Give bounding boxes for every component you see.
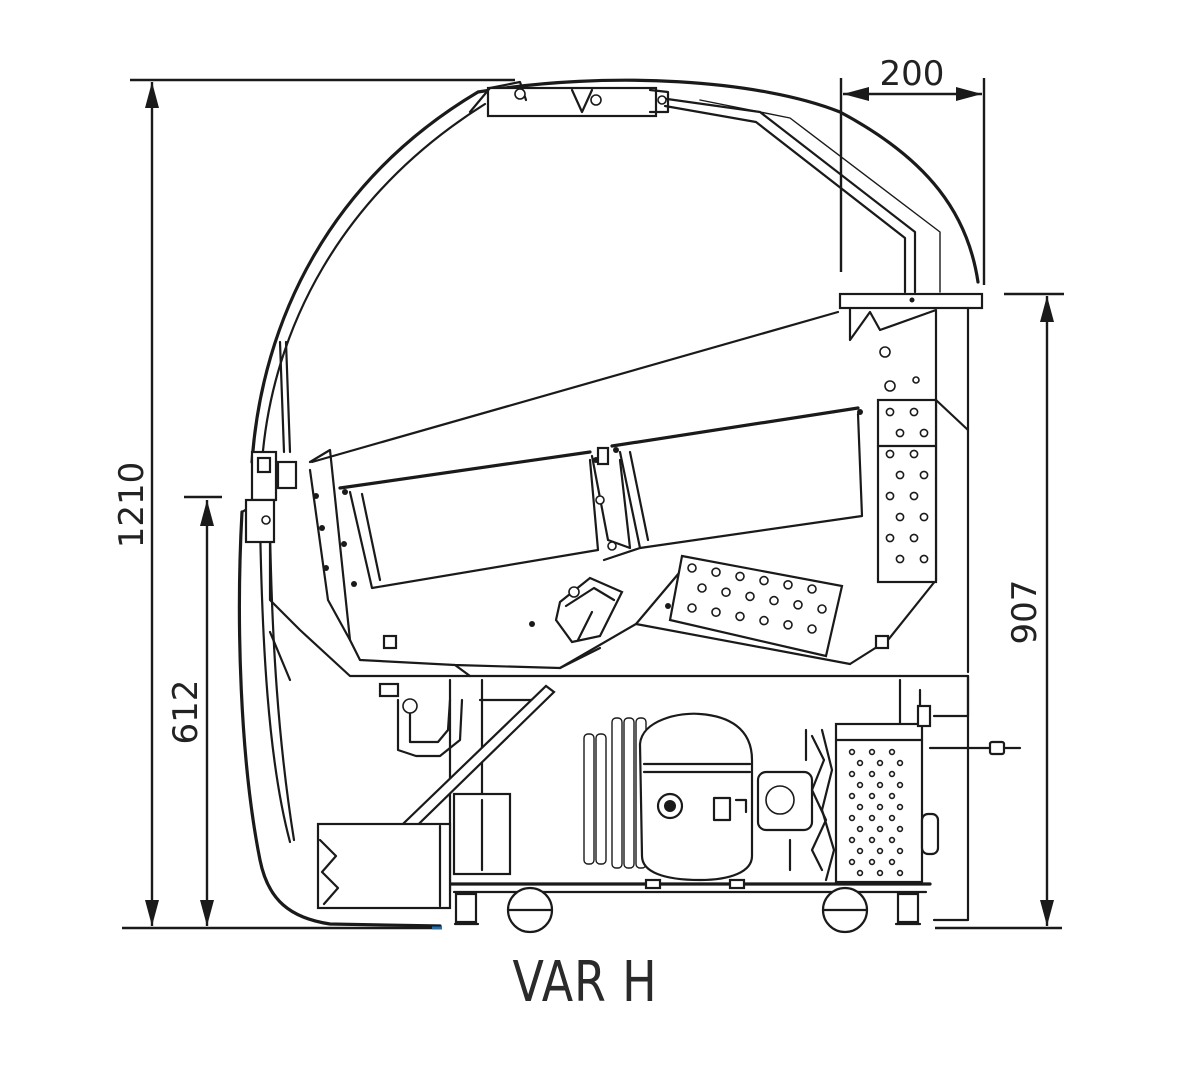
- perforation-hole: [896, 847, 904, 855]
- perforation-hole: [856, 803, 864, 811]
- power-cable: [928, 740, 1022, 756]
- perforation-hole: [817, 604, 827, 614]
- machine-compartment: [316, 674, 1022, 934]
- service-counter: [838, 292, 984, 674]
- glass-canopy: [250, 78, 980, 464]
- perforation-hole: [856, 759, 864, 767]
- perforation-hole: [876, 803, 884, 811]
- dimension-label-907: 907: [1005, 580, 1045, 645]
- perforation-hole: [868, 836, 876, 844]
- perforation-hole: [856, 869, 864, 877]
- model-label: VAR H: [512, 950, 658, 1015]
- pan-support-bracket: [590, 454, 642, 562]
- perforation-hole: [895, 470, 905, 480]
- air-deflector-plate: [668, 554, 844, 658]
- perforation-hole: [783, 619, 793, 630]
- dimension-total-height: 1210: [112, 78, 515, 930]
- perforation-hole: [876, 847, 884, 855]
- perforation-hole: [909, 491, 919, 501]
- compressor: [638, 712, 754, 890]
- perforation-hole: [896, 825, 904, 833]
- perforation-hole: [687, 603, 697, 613]
- perforation-hole: [848, 770, 856, 778]
- perforation-hole: [848, 836, 856, 844]
- perforation-hole: [848, 858, 856, 866]
- perforation-hole: [769, 595, 779, 606]
- perforation-hole: [888, 858, 896, 866]
- perforation-hole: [876, 759, 884, 767]
- perforation-hole: [888, 836, 896, 844]
- perforation-hole: [735, 611, 745, 622]
- perforation-hole: [888, 792, 896, 800]
- wheels-feet: [453, 886, 922, 934]
- perforation-hole: [885, 407, 895, 417]
- perforation-hole: [807, 584, 817, 594]
- perforation-hole: [896, 781, 904, 789]
- condenser-fan: [756, 728, 836, 882]
- perforation-hole: [896, 803, 904, 811]
- perforation-hole: [856, 847, 864, 855]
- fixings: [313, 446, 890, 650]
- dimension-label-200: 200: [880, 54, 945, 94]
- perforation-hole: [885, 449, 895, 459]
- perforation-hole: [868, 748, 876, 756]
- perforation-hole: [919, 428, 929, 438]
- perforation-hole: [888, 814, 896, 822]
- perforation-hole: [745, 591, 755, 602]
- perforation-hole: [735, 571, 745, 582]
- perforation-hole: [687, 563, 697, 573]
- condenser: [834, 704, 940, 884]
- perforation-hole: [885, 533, 895, 543]
- perforation-hole: [868, 814, 876, 822]
- perforation-hole: [848, 814, 856, 822]
- front-panel: [237, 450, 442, 928]
- perforation-hole: [697, 583, 707, 593]
- perforation-hole: [721, 587, 731, 598]
- perforation-hole: [711, 567, 721, 578]
- dimension-label-1210: 1210: [112, 462, 152, 549]
- perforation-hole: [919, 470, 929, 480]
- perforation-hole: [876, 781, 884, 789]
- perforation-hole: [876, 825, 884, 833]
- perforation-hole: [896, 869, 904, 877]
- pan-left: [338, 450, 600, 590]
- perforation-hole: [888, 770, 896, 778]
- perforation-hole: [807, 624, 817, 634]
- perforation-hole: [793, 599, 803, 610]
- fan-motor: [554, 576, 624, 644]
- perforation-hole: [856, 781, 864, 789]
- perforation-hole: [895, 512, 905, 522]
- perforation-hole: [895, 554, 905, 564]
- dimension-top-depth: 200: [839, 54, 986, 285]
- perforation-hole: [868, 792, 876, 800]
- dimension-front-height: 612: [166, 495, 222, 926]
- perforation-hole: [848, 792, 856, 800]
- perforation-hole: [909, 533, 919, 543]
- perforation-hole: [783, 579, 793, 590]
- perforation-hole: [759, 615, 769, 626]
- perforation-hole: [868, 858, 876, 866]
- pan-right: [610, 406, 864, 550]
- perforation-hole: [919, 512, 929, 522]
- perforation-hole: [909, 449, 919, 459]
- perforation-hole: [888, 748, 896, 756]
- dimension-counter-height: 907: [935, 292, 1064, 930]
- rear-evaporator: [876, 398, 938, 584]
- perforation-hole: [868, 770, 876, 778]
- condenser-tubes: [583, 717, 647, 869]
- perforation-hole: [759, 575, 769, 586]
- dimension-label-612: 612: [166, 680, 206, 745]
- perforation-hole: [896, 759, 904, 767]
- perforation-hole: [848, 748, 856, 756]
- perforation-hole: [885, 491, 895, 501]
- perforation-hole: [909, 407, 919, 417]
- perforation-hole: [711, 607, 721, 618]
- perforation-hole: [876, 869, 884, 877]
- perforation-hole: [856, 825, 864, 833]
- perforation-hole: [895, 428, 905, 438]
- perforation-hole: [919, 554, 929, 564]
